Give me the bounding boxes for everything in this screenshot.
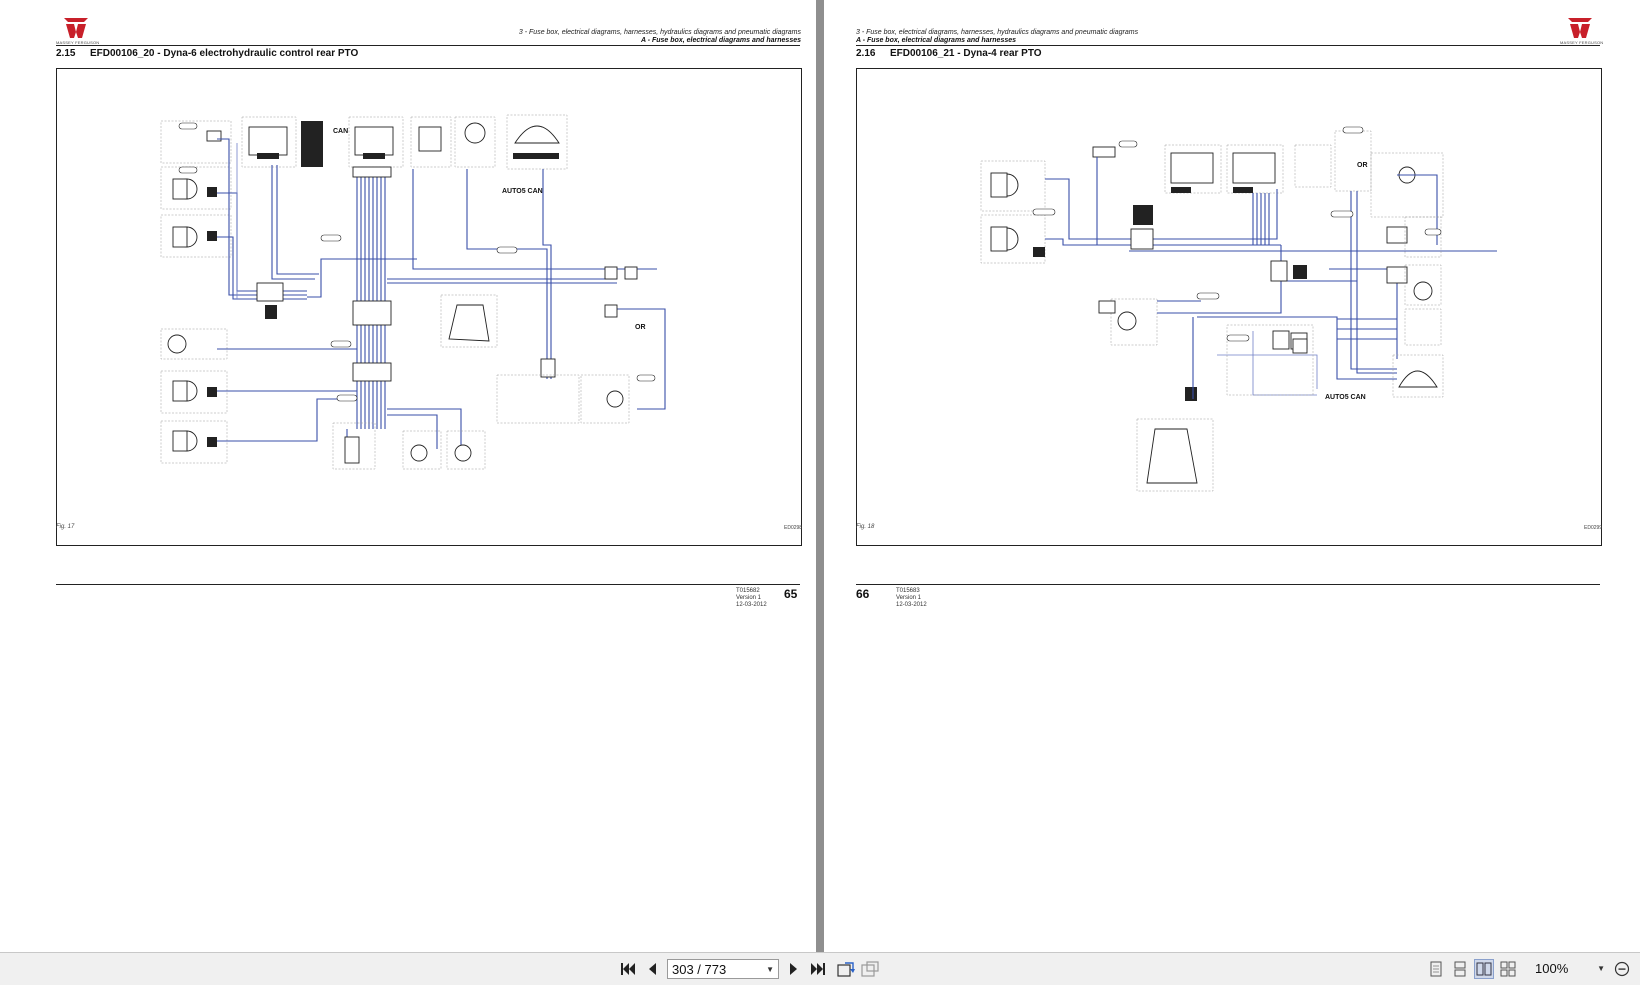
- two-page-view-button[interactable]: [1474, 959, 1494, 979]
- chevron-down-icon: ▼: [766, 965, 774, 974]
- section-number: 2.15: [56, 48, 76, 59]
- doc-version: Version 1: [736, 595, 762, 601]
- first-page-icon: [621, 963, 635, 975]
- last-page-icon: [811, 963, 825, 975]
- two-page-continuous-view-button[interactable]: [1498, 959, 1518, 979]
- page-right: 3 - Fuse box, electrical diagrams, harne…: [824, 0, 1640, 952]
- wire-labels: [178, 122, 656, 402]
- left-components: [160, 120, 232, 464]
- connector-blocks: [256, 166, 556, 382]
- zoom-out-icon: [1614, 961, 1630, 977]
- doc-number: T015682: [736, 588, 760, 594]
- header-rule: [56, 45, 800, 46]
- page-number-input[interactable]: 303 / 773 ▼: [667, 959, 779, 979]
- rotate-button[interactable]: [836, 959, 856, 979]
- zoom-out-button[interactable]: [1612, 959, 1632, 979]
- wire-labels: [1032, 126, 1442, 342]
- harness-wires: [217, 138, 666, 453]
- continuous-view-button[interactable]: [1450, 959, 1470, 979]
- zoom-level: 100%: [1535, 961, 1569, 976]
- single-page-view-button[interactable]: [1426, 959, 1446, 979]
- footer-doc-info: T015682 Version 1 12-03-2012: [736, 588, 767, 609]
- navigation-toolbar: 303 / 773 ▼ 100% ▼: [0, 952, 1640, 985]
- brand-name: MASSEY FERGUSON: [1560, 40, 1604, 45]
- header-rule: [856, 45, 1600, 46]
- section-title: EFD00106_21 - Dyna-4 rear PTO: [890, 48, 1042, 59]
- last-page-button[interactable]: [808, 959, 828, 979]
- prev-page-icon: [649, 963, 656, 975]
- wiring-diagram: CAN AUTO5 CAN OR: [160, 114, 666, 470]
- doc-date: 12-03-2012: [736, 602, 767, 608]
- rotate-icon: [837, 962, 855, 977]
- footer-doc-info: T015683 Version 1 12-03-2012: [896, 588, 927, 609]
- two-page-continuous-icon: [1500, 961, 1516, 977]
- document-viewer[interactable]: MASSEY FERGUSON 3 - Fuse box, electrical…: [0, 0, 1640, 952]
- footer-rule: [856, 584, 1600, 585]
- doc-number: T015683: [896, 588, 920, 594]
- two-page-icon: [1476, 962, 1492, 976]
- wiring-diagram-frame: CAN AUTO5 CAN OR: [56, 68, 802, 546]
- header-chapter: 3 - Fuse box, electrical diagrams, harne…: [856, 29, 1139, 36]
- section-number: 2.16: [856, 48, 876, 59]
- footer-rule: [56, 584, 800, 585]
- zoom-select[interactable]: 100% ▼: [1535, 959, 1605, 979]
- right-components: [1226, 216, 1444, 398]
- diagram-tag-auto5: AUTO5 CAN: [502, 188, 543, 195]
- diagram-tag-auto5: AUTO5 CAN: [1325, 394, 1366, 401]
- brand-name: MASSEY FERGUSON: [56, 40, 100, 45]
- page-indicator: 303 / 773: [672, 962, 727, 977]
- diagram-tag-can: CAN: [333, 128, 348, 135]
- next-page-icon: [790, 963, 797, 975]
- header-chapter: 3 - Fuse box, electrical diagrams, harne…: [518, 29, 801, 36]
- page-number: 65: [784, 587, 798, 601]
- doc-version: Version 1: [896, 595, 922, 601]
- brand-logo: MASSEY FERGUSON: [1560, 18, 1604, 45]
- doc-date: 12-03-2012: [896, 602, 927, 608]
- page-number: 66: [856, 587, 870, 601]
- page-left: MASSEY FERGUSON 3 - Fuse box, electrical…: [0, 0, 816, 952]
- section-title: EFD00106_20 - Dyna-6 electrohydraulic co…: [90, 48, 359, 59]
- header-section: A - Fuse box, electrical diagrams and ha…: [640, 37, 801, 44]
- diagram-tag-or: OR: [1357, 162, 1368, 169]
- header-section: A - Fuse box, electrical diagrams and ha…: [856, 37, 1017, 44]
- continuous-icon: [1454, 961, 1466, 977]
- top-ecus: [1092, 130, 1444, 225]
- connector-blocks: [1098, 226, 1408, 350]
- figure-code: ED0298: [784, 525, 803, 531]
- figure-code: ED0299: [1584, 525, 1603, 531]
- right-components: [332, 266, 638, 470]
- massey-logo-icon: [64, 18, 88, 38]
- wiring-diagram: OR AUTO5 CAN: [980, 126, 1497, 492]
- brand-logo: MASSEY FERGUSON: [56, 18, 100, 45]
- chevron-down-icon: ▼: [1597, 964, 1605, 973]
- next-page-button[interactable]: [784, 959, 804, 979]
- figure-caption: Fig. 17: [56, 524, 75, 530]
- first-page-button[interactable]: [618, 959, 638, 979]
- fit-button[interactable]: [860, 959, 880, 979]
- single-page-icon: [1430, 961, 1442, 977]
- fit-icon: [861, 961, 879, 977]
- wiring-diagram-frame: OR AUTO5 CAN: [856, 68, 1602, 546]
- top-ecus: [241, 114, 568, 170]
- prev-page-button[interactable]: [642, 959, 662, 979]
- figure-caption: Fig. 18: [856, 524, 875, 530]
- massey-logo-icon: [1568, 18, 1592, 38]
- diagram-tag-or: OR: [635, 324, 646, 331]
